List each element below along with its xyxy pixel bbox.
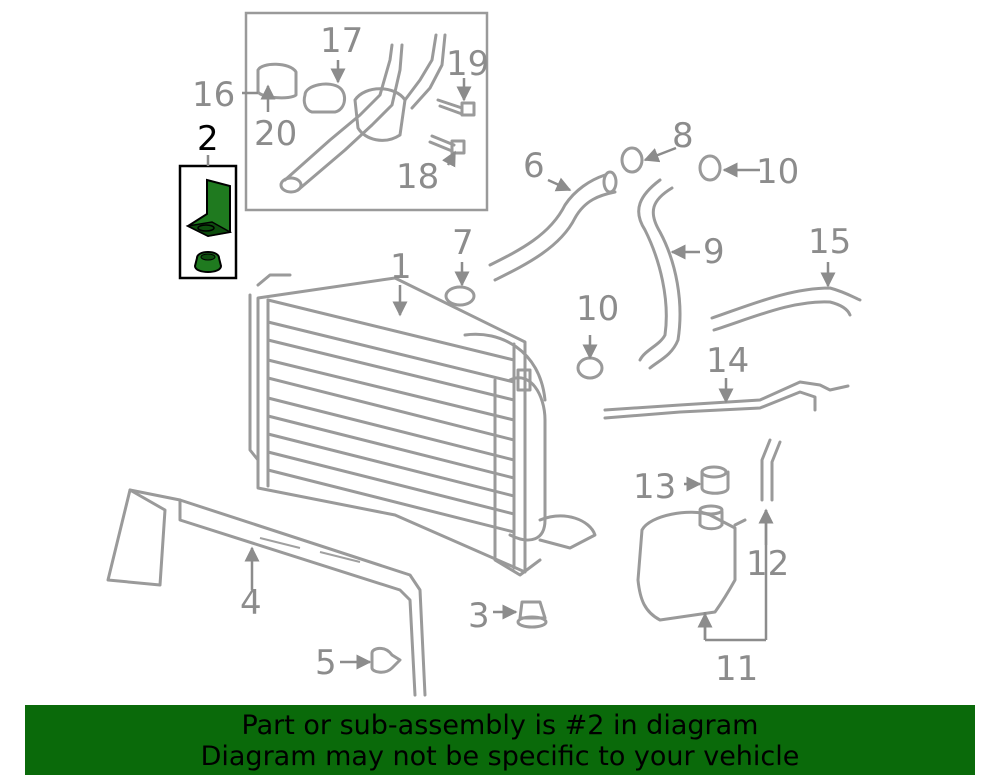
callout-5: 5 bbox=[315, 643, 337, 683]
callout-4: 4 bbox=[240, 583, 262, 623]
part-2-highlight-box bbox=[178, 164, 238, 280]
callout-11: 11 bbox=[715, 649, 758, 689]
callout-7: 7 bbox=[452, 223, 474, 263]
callout-8: 8 bbox=[672, 116, 694, 156]
callout-15: 15 bbox=[808, 222, 851, 262]
callout-2: 2 bbox=[197, 119, 219, 159]
callout-3: 3 bbox=[468, 596, 490, 636]
push-pin-part-5 bbox=[370, 646, 402, 674]
deflector-part-4 bbox=[106, 488, 427, 697]
parts-diagram: 1 2 3 4 5 6 7 8 9 10 10 11 12 13 14 15 1… bbox=[106, 11, 862, 697]
hose-part-9 bbox=[637, 178, 682, 370]
callout-20: 20 bbox=[254, 114, 297, 154]
reservoir-part-11 bbox=[636, 504, 747, 622]
banner-line-disclaimer: Diagram may not be specific to your vehi… bbox=[200, 741, 800, 772]
callout-10-lower: 10 bbox=[576, 289, 619, 329]
callout-12: 12 bbox=[746, 544, 789, 584]
drain-plug-part-3 bbox=[516, 600, 548, 629]
banner-line-part-number: Part or sub-assembly is #2 in diagram bbox=[241, 710, 759, 741]
callout-6: 6 bbox=[523, 146, 545, 186]
callout-1: 1 bbox=[390, 247, 412, 287]
callout-14: 14 bbox=[706, 341, 749, 381]
hose-part-6 bbox=[488, 170, 618, 282]
hose-part-15 bbox=[710, 286, 862, 332]
inset-thermostat-group bbox=[244, 11, 489, 212]
callout-16: 16 bbox=[192, 75, 235, 115]
callout-19: 19 bbox=[446, 44, 489, 84]
callout-labels: 1 2 3 4 5 6 7 8 9 10 10 11 12 13 14 15 1… bbox=[192, 21, 851, 689]
line-part-14 bbox=[603, 380, 850, 420]
callout-17: 17 bbox=[320, 21, 363, 61]
radiator-part-1 bbox=[248, 273, 597, 577]
hose-part-12 bbox=[760, 438, 782, 502]
callout-18: 18 bbox=[396, 157, 439, 197]
callout-13: 13 bbox=[633, 467, 676, 507]
info-banner: Part or sub-assembly is #2 in diagram Di… bbox=[25, 705, 975, 775]
callout-10-upper: 10 bbox=[756, 152, 799, 192]
leader-lines bbox=[206, 60, 836, 670]
callout-9: 9 bbox=[703, 232, 725, 272]
cap-part-13 bbox=[700, 465, 730, 495]
